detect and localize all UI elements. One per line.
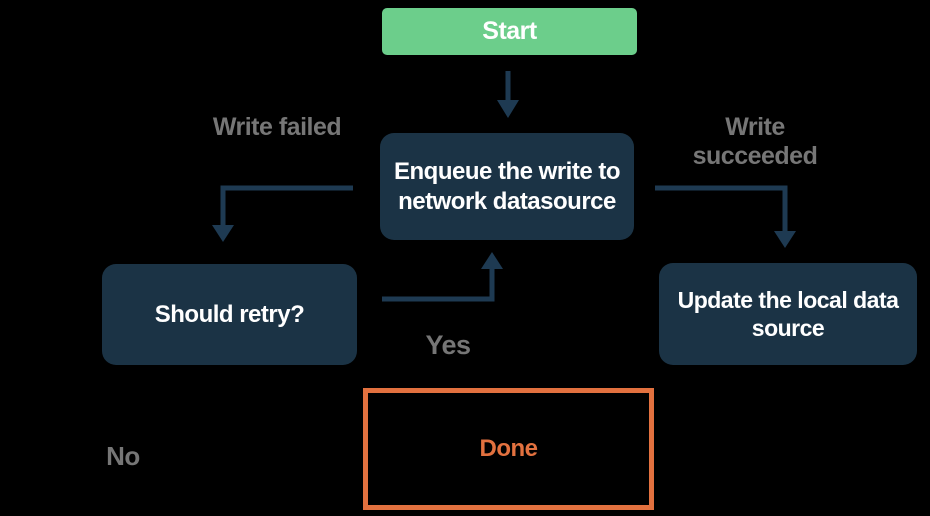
start-node: Start xyxy=(382,8,637,55)
should-retry-node-label: Should retry? xyxy=(154,300,305,328)
should-retry-node: Should retry? xyxy=(102,264,357,365)
arrow-enqueue-to-update-local xyxy=(655,185,796,248)
done-node: Done xyxy=(363,388,654,510)
enqueue-write-node-label: Enqueue the write to network datasource xyxy=(393,158,621,215)
update-local-node: Update the local data source xyxy=(659,263,917,365)
done-node-label: Done xyxy=(479,435,539,462)
arrow-enqueue-to-should-retry xyxy=(212,185,353,242)
edge-label-write-failed: Write failed xyxy=(212,113,342,141)
arrow-should-retry-to-enqueue xyxy=(382,252,503,302)
edge-label-write-succeeded: Write succeeded xyxy=(692,113,818,170)
update-local-node-label: Update the local data source xyxy=(677,286,899,341)
arrow-start-to-enqueue xyxy=(497,71,519,118)
edge-label-yes: Yes xyxy=(425,330,471,360)
enqueue-write-node: Enqueue the write to network datasource xyxy=(380,133,634,240)
start-node-label: Start xyxy=(482,17,537,45)
edge-label-no: No xyxy=(106,441,140,471)
